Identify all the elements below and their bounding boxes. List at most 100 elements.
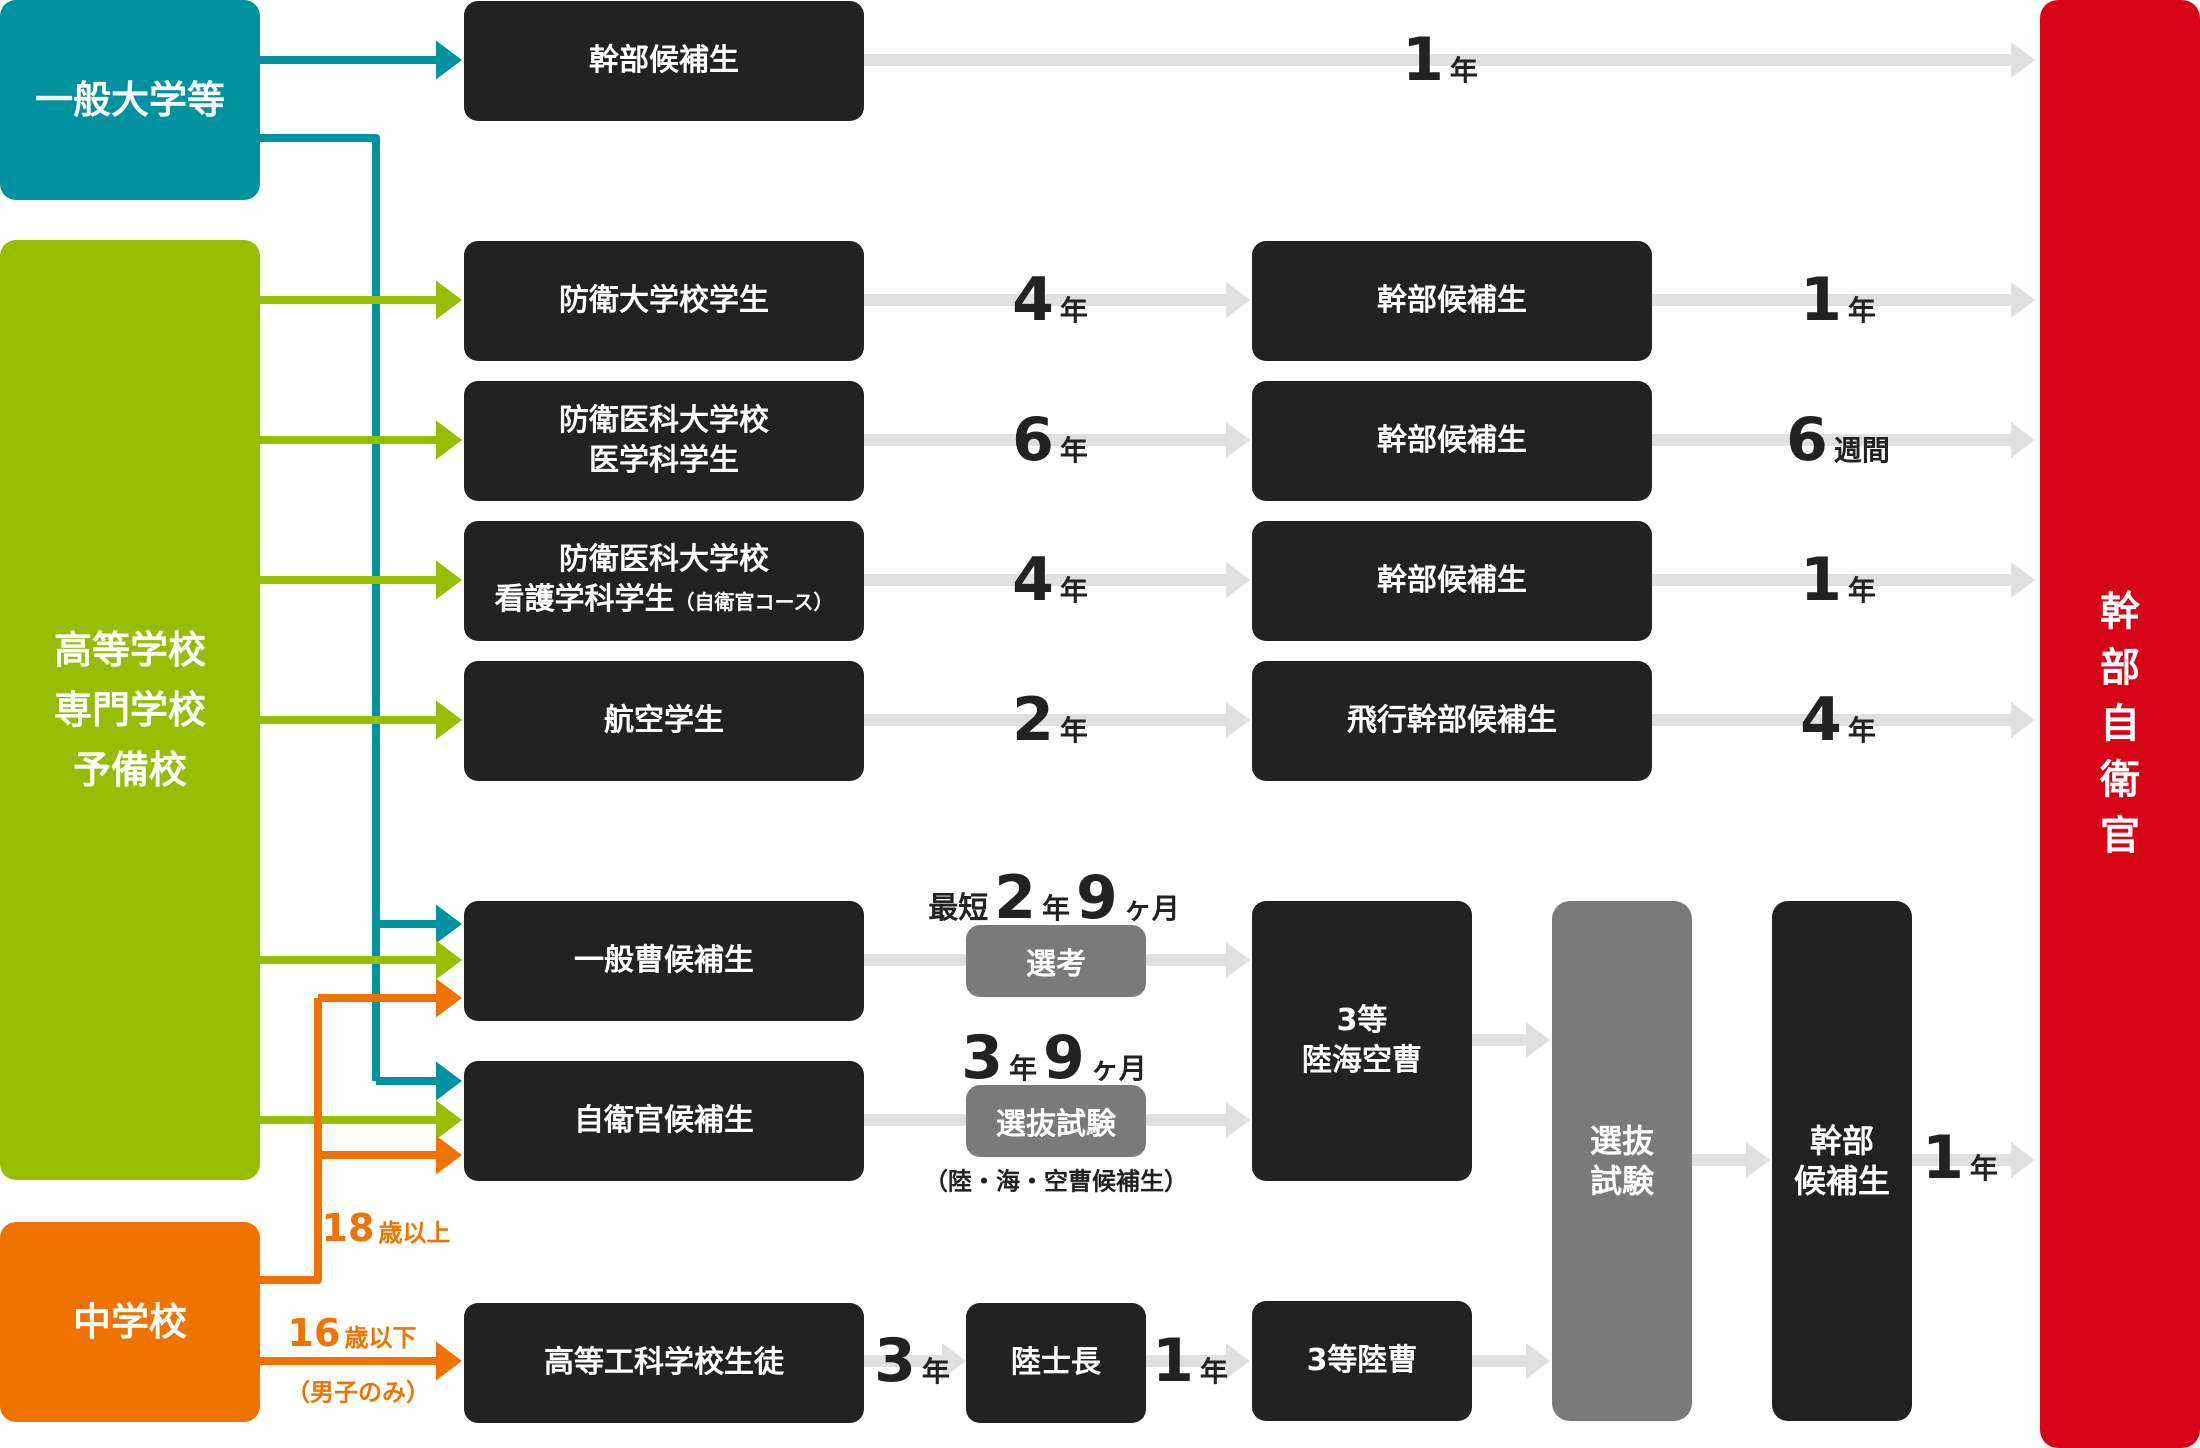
arrowhead-31 <box>942 1343 966 1379</box>
course-ika-igaku-line-1: 防衛医科大学校 <box>559 403 769 438</box>
duration-ippan-num-1: 2 <box>994 863 1036 933</box>
arrowhead-57 <box>436 1341 462 1381</box>
age-under16-unit: 歳以下 <box>344 1324 417 1352</box>
note-boys-only: （男子のみ） <box>286 1373 430 1408</box>
source-highschool-line-1: 高等学校 <box>53 628 206 672</box>
age-over18-unit: 歳以上 <box>378 1219 451 1247</box>
course-kanbu-direct-label: 幹部候補生 <box>589 43 739 78</box>
target-kanbu-jieikan: 幹 部 自 衛 官 <box>2040 0 2200 1448</box>
note-kohosei-text: （陸・海・空曹候補生） <box>924 1167 1188 1196</box>
source-juniorhigh: 中学校 <box>0 1222 260 1422</box>
duration-r1-num: 1 <box>1402 25 1444 95</box>
arrowhead-51 <box>436 1100 462 1140</box>
course-kanbu-direct: 幹部候補生 <box>464 1 864 121</box>
course-kanbu-2: 幹部候補生 <box>1252 241 1652 361</box>
duration-jieikan-num-2: 9 <box>1043 1023 1085 1093</box>
course-rikushicho-label: 陸士長 <box>1011 1345 1101 1380</box>
arrowhead-11 <box>1226 562 1250 598</box>
arrowhead-23 <box>1526 1022 1550 1058</box>
target-char-1: 幹 <box>2100 589 2140 635</box>
duration-ippan-unit-1: 年 <box>1041 892 1070 925</box>
target-char-5: 官 <box>2100 813 2140 859</box>
course-sanso-rikukaiku-line-1: 3等 <box>1336 1003 1388 1038</box>
pill-senko-label: 選考 <box>1026 947 1086 982</box>
arrowhead-9 <box>2011 422 2035 458</box>
duration-r3a-num: 6 <box>1012 405 1054 475</box>
kanbu-kohosei-final-line-1: 幹部 <box>1809 1122 1874 1160</box>
course-ika-kango-line-2: 看護学科学生 <box>494 582 675 617</box>
arrowhead-39 <box>436 1061 462 1101</box>
course-ika-kango-note: （自衛官コース） <box>674 590 834 614</box>
course-kanbu-2-label: 幹部候補生 <box>1377 283 1527 318</box>
arrowhead-37 <box>436 904 462 944</box>
course-ippan-so-label: 一般曹候補生 <box>574 943 754 978</box>
duration-final-unit: 年 <box>1969 1152 1998 1185</box>
target-char-3: 自 <box>2100 701 2140 747</box>
arrowhead-43 <box>436 420 462 460</box>
duration-jieikan-unit-2: ヶ月 <box>1090 1052 1147 1085</box>
duration-r3b-unit: 週間 <box>1833 434 1890 467</box>
note-kohosei: （陸・海・空曹候補生） <box>924 1162 1188 1197</box>
note-shortest: 最短 <box>928 891 989 926</box>
course-ippan-so: 一般曹候補生 <box>464 901 864 1021</box>
source-juniorhigh-label: 中学校 <box>72 1300 187 1344</box>
duration-r1-unit: 年 <box>1449 54 1478 87</box>
arrowhead-25 <box>1526 1343 1550 1379</box>
arrowhead-3 <box>1226 282 1250 318</box>
course-boei-daigaku: 防衛大学校学生 <box>464 241 864 361</box>
target-char-2: 部 <box>2100 645 2140 691</box>
pill-senbatsu: 選抜試験 <box>966 1085 1146 1157</box>
course-sanso-riku: 3等陸曹 <box>1252 1301 1472 1421</box>
age-over18-num: 18 <box>321 1206 375 1250</box>
course-ika-kango: 防衛医科大学校 看護学科学生（自衛官コース） <box>464 521 864 641</box>
arrowhead-55 <box>436 1135 462 1175</box>
course-kanbu-3-label: 幹部候補生 <box>1377 423 1527 458</box>
arrowhead-13 <box>2011 562 2035 598</box>
duration-shicho-num: 1 <box>1152 1326 1194 1396</box>
arrowhead-5 <box>2011 282 2035 318</box>
course-hiko-kanbu-label: 飛行幹部候補生 <box>1347 703 1557 738</box>
senbatsu-shiken-line-2: 試験 <box>1589 1162 1654 1200</box>
arrowhead-47 <box>436 700 462 740</box>
course-sanso-riku-label: 3等陸曹 <box>1306 1343 1418 1378</box>
course-sanso-rikukaiku-line-2: 陸海空曹 <box>1302 1043 1422 1078</box>
arrowhead-49 <box>436 940 462 980</box>
course-jieikan-kohosei: 自衛官候補生 <box>464 1061 864 1181</box>
course-kanbu-kohosei-final: 幹部 候補生 <box>1772 901 1912 1421</box>
duration-final-num: 1 <box>1922 1123 1964 1193</box>
duration-ippan-unit-2: ヶ月 <box>1123 892 1180 925</box>
course-ika-igaku-line-2: 医学科学生 <box>589 443 739 478</box>
source-highschool-line-3: 予備校 <box>72 748 187 792</box>
course-rikushicho: 陸士長 <box>966 1303 1146 1423</box>
duration-r5b-num: 4 <box>1800 685 1842 755</box>
course-kanbu-4-label: 幹部候補生 <box>1377 563 1527 598</box>
duration-r4a-unit: 年 <box>1059 574 1088 607</box>
note-boys-only-text: （男子のみ） <box>286 1378 430 1407</box>
senbatsu-shiken-box: 選抜 試験 <box>1552 901 1692 1421</box>
arrowhead-35 <box>436 40 462 80</box>
course-sanso-rikukaiku: 3等 陸海空曹 <box>1252 901 1472 1181</box>
duration-r4b-num: 1 <box>1800 545 1842 615</box>
pill-senko: 選考 <box>966 925 1146 997</box>
duration-r4a-num: 4 <box>1012 545 1054 615</box>
arrowhead-21 <box>1226 1102 1250 1138</box>
duration-kouka-num: 3 <box>874 1326 916 1396</box>
duration-r2b-unit: 年 <box>1847 294 1876 327</box>
teal-trunk <box>260 134 380 1081</box>
arrowhead-15 <box>1226 702 1250 738</box>
duration-jieikan-unit-1: 年 <box>1008 1052 1037 1085</box>
duration-r5b-unit: 年 <box>1847 714 1876 747</box>
duration-r2a-unit: 年 <box>1059 294 1088 327</box>
source-university: 一般大学等 <box>0 0 260 200</box>
duration-ippan-num-2: 9 <box>1076 863 1118 933</box>
